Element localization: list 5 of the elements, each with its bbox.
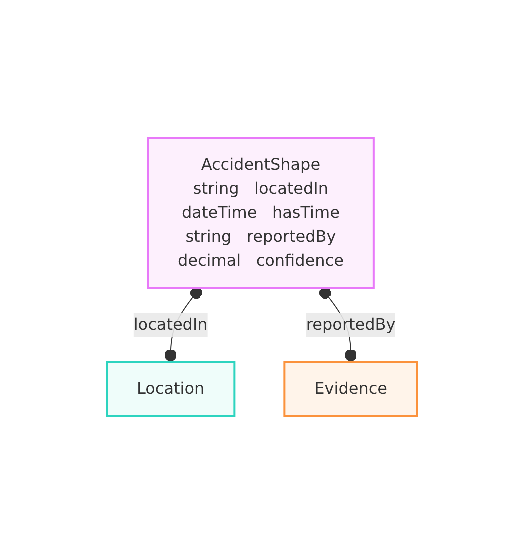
edge-label: locatedIn bbox=[134, 314, 208, 334]
node-box: AccidentShape string locatedIn dateTime hasTime string reportedBy decimal confidence bbox=[147, 136, 376, 288]
node-box: Evidence bbox=[284, 360, 419, 416]
node-box: Location bbox=[106, 360, 236, 416]
edge-label: reportedBy bbox=[306, 314, 396, 334]
